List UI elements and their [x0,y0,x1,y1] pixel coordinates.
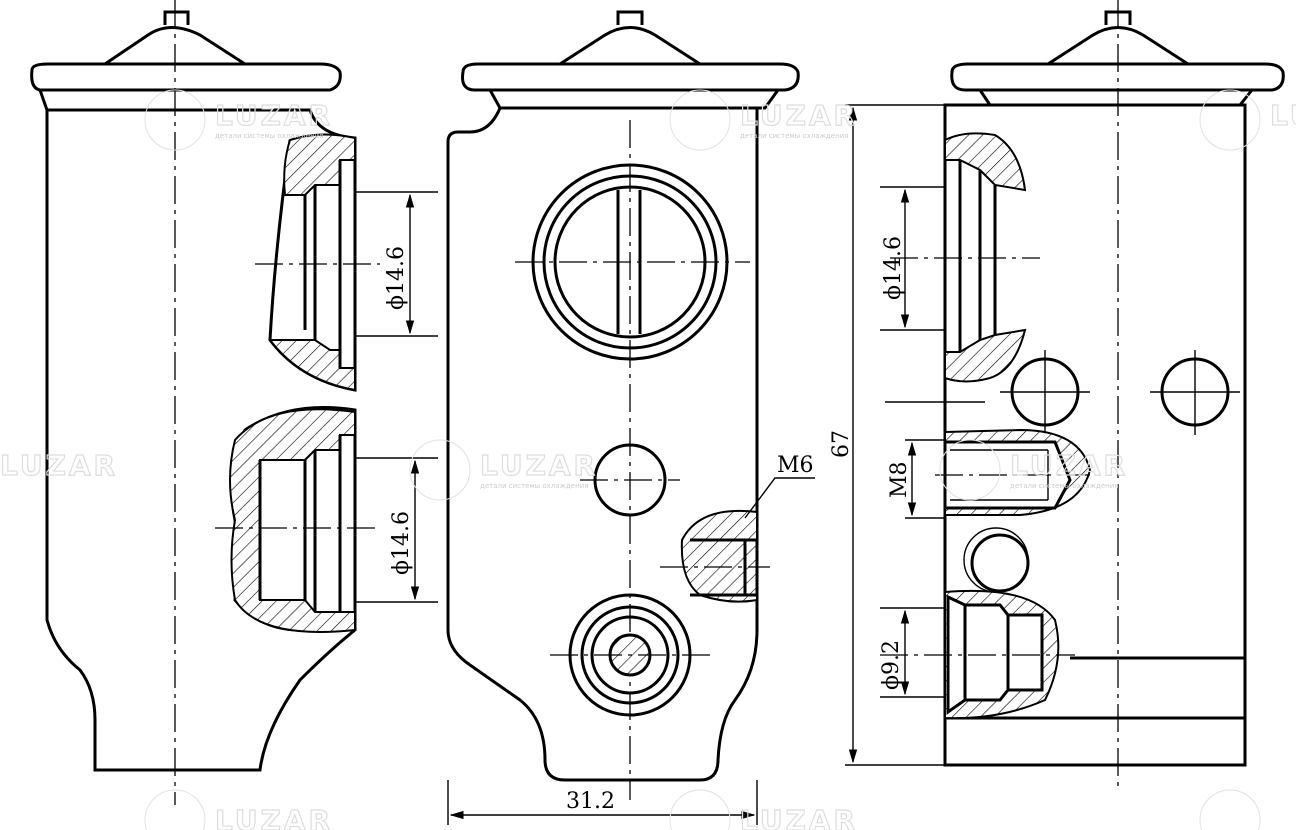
width-dimension: 31.2 [566,789,615,814]
diameter-label: ϕ14.6 [384,246,409,310]
svg-text:детали системы охлаждения: детали системы охлаждения [740,132,848,140]
svg-text:LUZAR: LUZAR [215,804,333,830]
svg-text:LUZAR: LUZAR [215,99,333,132]
svg-text:LUZAR: LUZAR [740,804,858,830]
svg-text:LUZAR: LUZAR [0,449,118,482]
svg-text:детали системы охлаждения: детали системы охлаждения [215,132,323,140]
svg-text:LUZAR: LUZAR [1010,449,1128,482]
left-view: ϕ14.6 ϕ14.6 [30,0,438,805]
thread-label: M6 [777,453,814,478]
svg-text:детали системы охлаждения: детали системы охлаждения [1010,482,1118,490]
svg-text:LUZAR: LUZAR [740,99,858,132]
height-dimension: 67 [829,430,854,458]
diameter-label: ϕ14.6 [389,511,414,575]
diameter-label: ϕ14.6 [881,236,906,300]
front-view: M6 31.2 [446,10,815,825]
side-view: ϕ14.6 M8 ϕ9.2 67 [829,0,1285,790]
diameter-label: ϕ9.2 [879,640,904,690]
svg-text:LUZAR: LUZAR [480,449,598,482]
svg-text:детали системы охлаждения: детали системы охлаждения [480,482,588,490]
svg-text:LUZAR: LUZAR [1270,99,1296,132]
thread-label: M8 [887,461,912,498]
